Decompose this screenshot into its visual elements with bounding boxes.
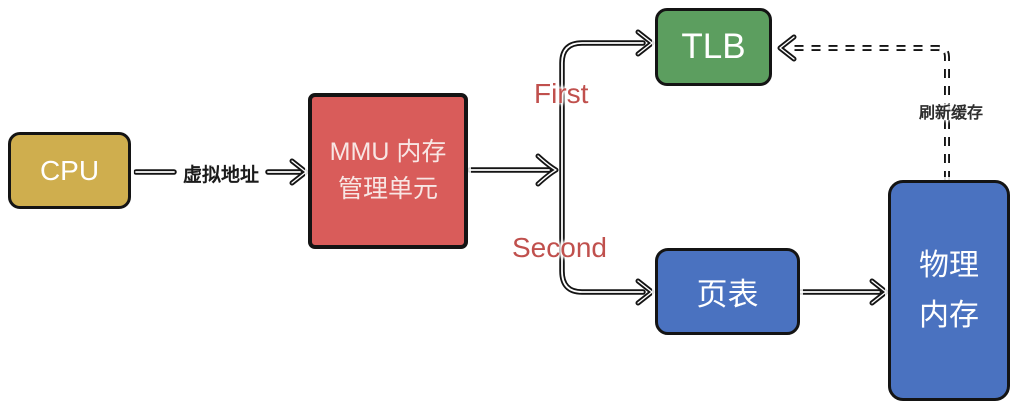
arrow-physmem-to-tlb-dashed <box>777 34 950 180</box>
edge-label-refresh-cache: 刷新缓存 <box>918 105 983 122</box>
node-cpu: CPU <box>8 132 131 209</box>
node-cpu-label: CPU <box>39 154 100 186</box>
arrow-pagetable-to-physmem <box>795 278 889 306</box>
node-mmu-label-line2: 管理单元 <box>337 175 438 203</box>
edge-label-first: First <box>534 78 589 109</box>
node-physical-memory-label-line1: 物理 <box>919 248 979 282</box>
node-mmu: MMU 内存 管理单元 <box>308 93 468 249</box>
arrow-mmu-to-junction <box>467 153 559 187</box>
arrow-cpu-to-mmu <box>133 158 309 186</box>
edge-label-second: Second <box>512 232 607 263</box>
arrow-branch-to-tlb-and-pagetable <box>559 29 655 306</box>
edge-label-virtual-address: 虚拟地址 <box>182 165 259 186</box>
node-tlb: TLB <box>655 8 772 86</box>
node-page-table: 页表 <box>655 248 800 335</box>
node-mmu-label-line1: MMU 内存 <box>329 138 447 166</box>
node-page-table-label: 页表 <box>696 277 759 312</box>
node-physical-memory: 物理 内存 <box>888 180 1010 401</box>
node-tlb-label: TLB <box>681 27 746 66</box>
node-physical-memory-label-line2: 内存 <box>919 298 979 332</box>
